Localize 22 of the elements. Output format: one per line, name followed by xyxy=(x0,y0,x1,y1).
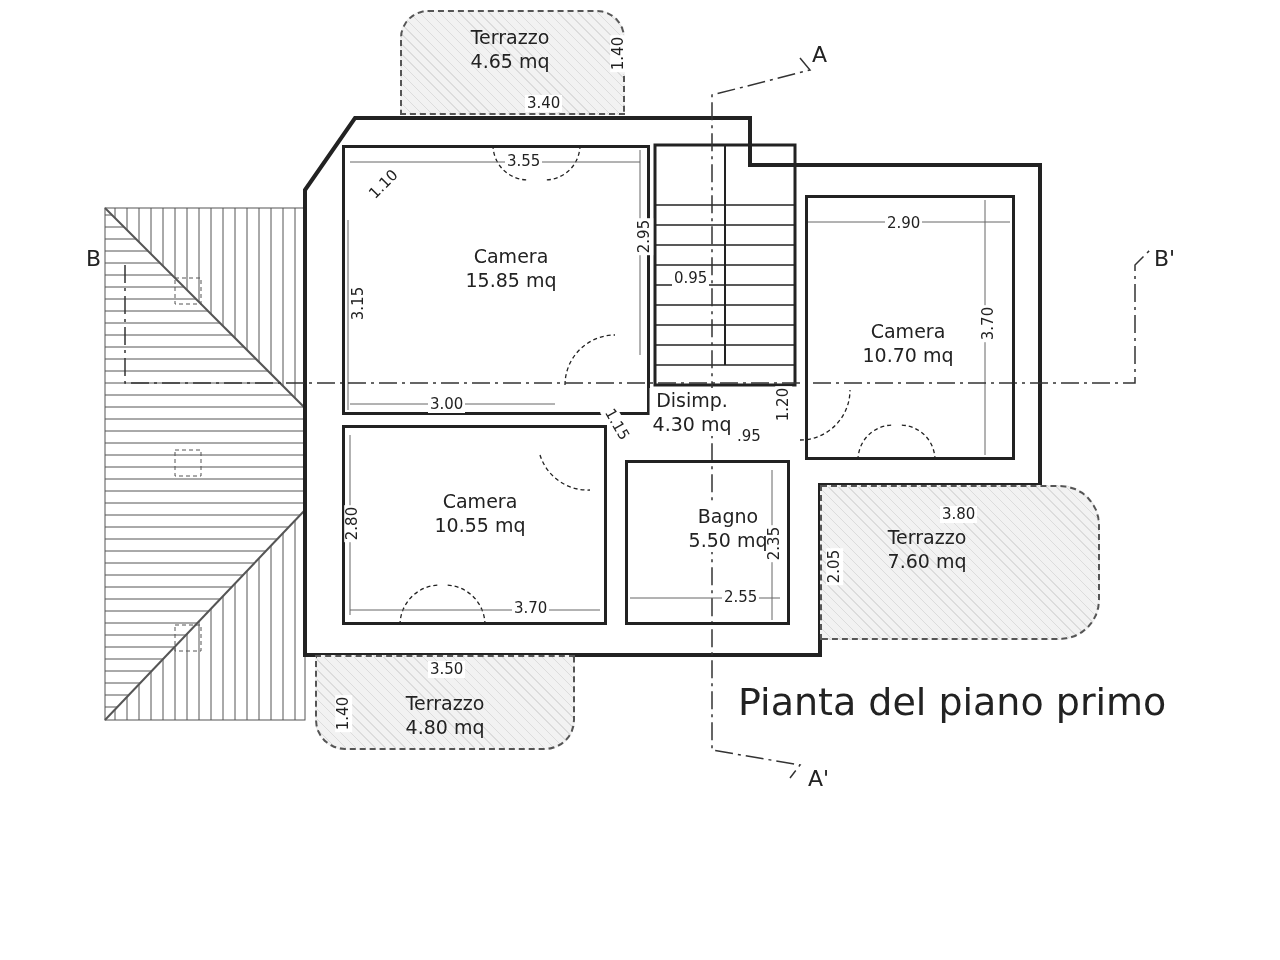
plan-title: Pianta del piano primo xyxy=(738,680,1167,724)
room-size: 7.60 mq xyxy=(886,549,968,573)
dimension-label: 1.40 xyxy=(335,694,353,733)
terrace-area xyxy=(820,485,1100,640)
dimension-label: 2.05 xyxy=(826,547,844,586)
room-name: Terrazzo xyxy=(404,691,486,715)
terrace-area xyxy=(315,655,575,750)
room-size: 4.65 mq xyxy=(469,49,551,73)
dimension-label: 3.00 xyxy=(428,396,466,413)
terrace-area xyxy=(400,10,625,115)
room-name: Terrazzo xyxy=(469,25,551,49)
section-mark: A xyxy=(811,46,829,63)
section-mark: B xyxy=(85,250,103,267)
dimension-label: 0.95 xyxy=(672,270,710,287)
section-mark: B' xyxy=(1153,250,1177,267)
dimension-label: 3.40 xyxy=(525,95,563,112)
dimension-label: 3.80 xyxy=(940,506,978,523)
section-mark: A' xyxy=(807,770,831,787)
room-size: 4.80 mq xyxy=(404,715,486,739)
dimension-label: 1.40 xyxy=(610,34,628,73)
dimension-label: 3.50 xyxy=(428,661,466,678)
room-name: Terrazzo xyxy=(886,525,968,549)
